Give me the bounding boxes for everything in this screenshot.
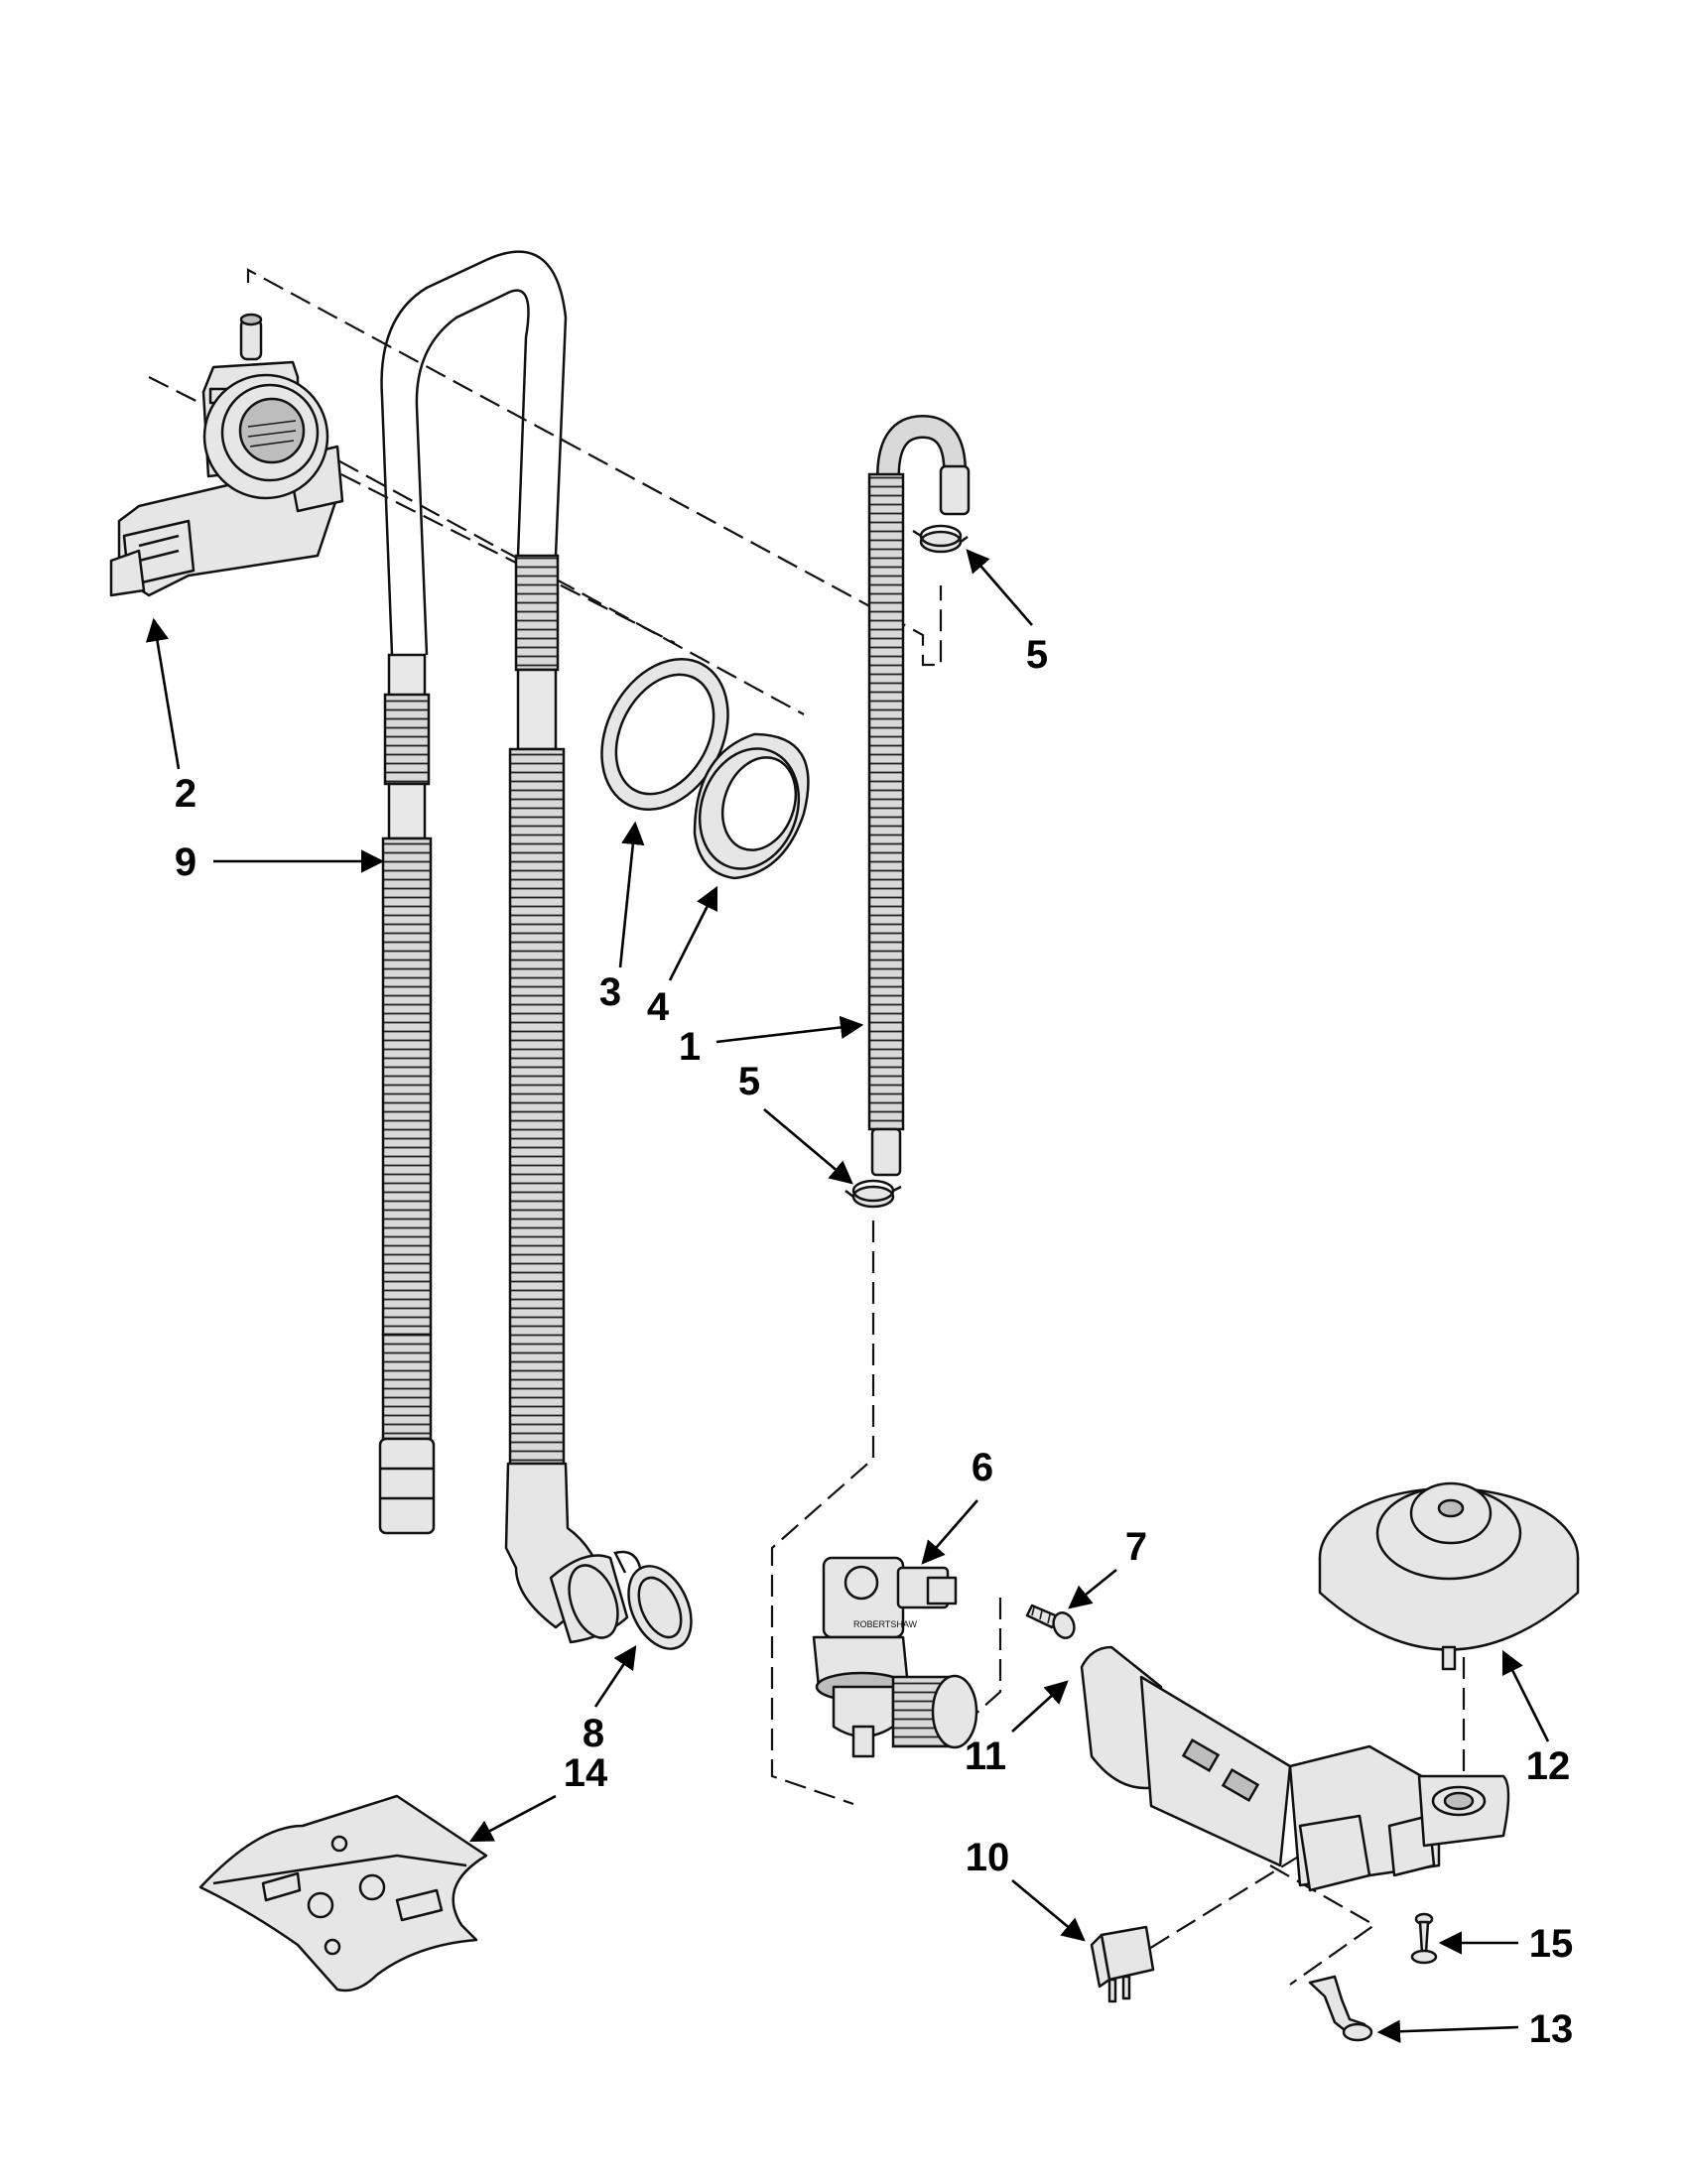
hose-clamp-bottom-part	[844, 1179, 902, 1209]
float-part	[1318, 1481, 1580, 1671]
callout-5-top: 5	[1026, 633, 1048, 677]
hose-bracket-part	[109, 313, 344, 597]
callout-8: 8	[583, 1712, 604, 1755]
parts-bag-part	[198, 1794, 488, 1992]
assembly-dashed-lines	[148, 268, 1466, 1986]
inlet-hose-part	[867, 414, 971, 1177]
water-valve-part: ROBERTSHAW	[812, 1556, 978, 1758]
callout-14: 14	[564, 1751, 608, 1795]
leader-arrows	[145, 549, 1550, 2043]
callout-7: 7	[1125, 1525, 1147, 1569]
drain-hose-left-part	[378, 258, 507, 1535]
callout-6: 6	[972, 1446, 993, 1489]
spring-clamp-part	[613, 1550, 693, 1650]
screw-7-part	[1025, 1604, 1076, 1639]
callout-labels: 1 2 3 4 5 5 6 7 8 9 10 11 12 13 14 15	[175, 633, 1573, 2051]
drain-hose-right-part	[485, 250, 629, 1644]
screw-15-part	[1410, 1912, 1438, 1965]
hose-clamp-top-part	[912, 524, 969, 554]
float-lever-part	[1308, 1975, 1373, 2042]
callout-4: 4	[647, 985, 670, 1029]
mounting-bracket-part	[1080, 1645, 1510, 1892]
callout-2: 2	[175, 772, 196, 816]
callout-3: 3	[599, 970, 621, 1014]
callout-9: 9	[175, 840, 196, 884]
callout-13: 13	[1529, 2007, 1574, 2051]
float-switch-part	[1090, 1925, 1155, 2003]
svg-text:ROBERTSHAW: ROBERTSHAW	[853, 1619, 918, 1629]
gasket-ring-part	[600, 658, 729, 811]
callout-10: 10	[966, 1836, 1010, 1879]
callout-11: 11	[965, 1734, 1006, 1778]
callout-12: 12	[1526, 1744, 1571, 1788]
callout-1: 1	[679, 1025, 701, 1069]
flange-nut-part	[693, 732, 810, 880]
callout-15: 15	[1529, 1922, 1574, 1966]
callout-5-middle: 5	[738, 1060, 760, 1103]
